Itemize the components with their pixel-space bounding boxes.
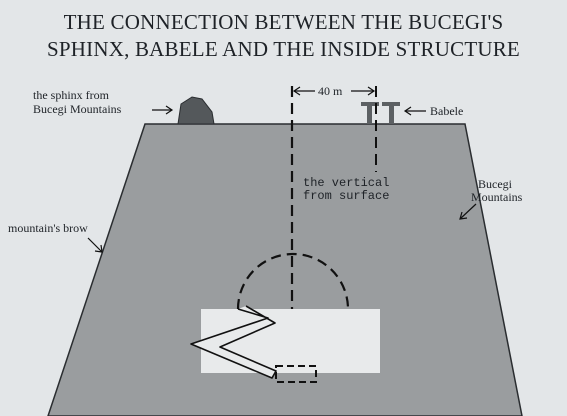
dome-dashed [236,252,350,310]
sphinx-label-line-2: Bucegi Mountains [33,102,122,116]
sphinx-label-line-1: the sphinx from [33,88,110,102]
bucegi-label-line-1: Bucegi [478,177,513,191]
bucegi-label-line-2: Mountains [471,190,523,204]
brow-arrow [87,237,103,253]
distance-arrow [292,86,376,96]
mountain-body [47,123,523,416]
sphinx-rock [177,96,215,125]
babele-label: Babele [430,104,463,118]
sphinx-arrow [152,105,174,115]
vertical-label-line-1: the vertical [303,176,389,190]
vertical-label-line-2: from surface [303,189,389,203]
title-line-1: THE CONNECTION BETWEEN THE BUCEGI'S [63,10,504,34]
distance-label: 40 m [318,84,343,98]
babele-rocks [361,102,400,124]
bucegi-arrow [459,203,477,220]
small-chamber-dashed [275,365,317,383]
zigzag-tunnel [190,305,277,379]
title-line-2: SPHINX, BABELE AND THE INSIDE STRUCTURE [47,37,520,61]
brow-label: mountain's brow [8,221,88,235]
babele-arrow [403,106,426,116]
